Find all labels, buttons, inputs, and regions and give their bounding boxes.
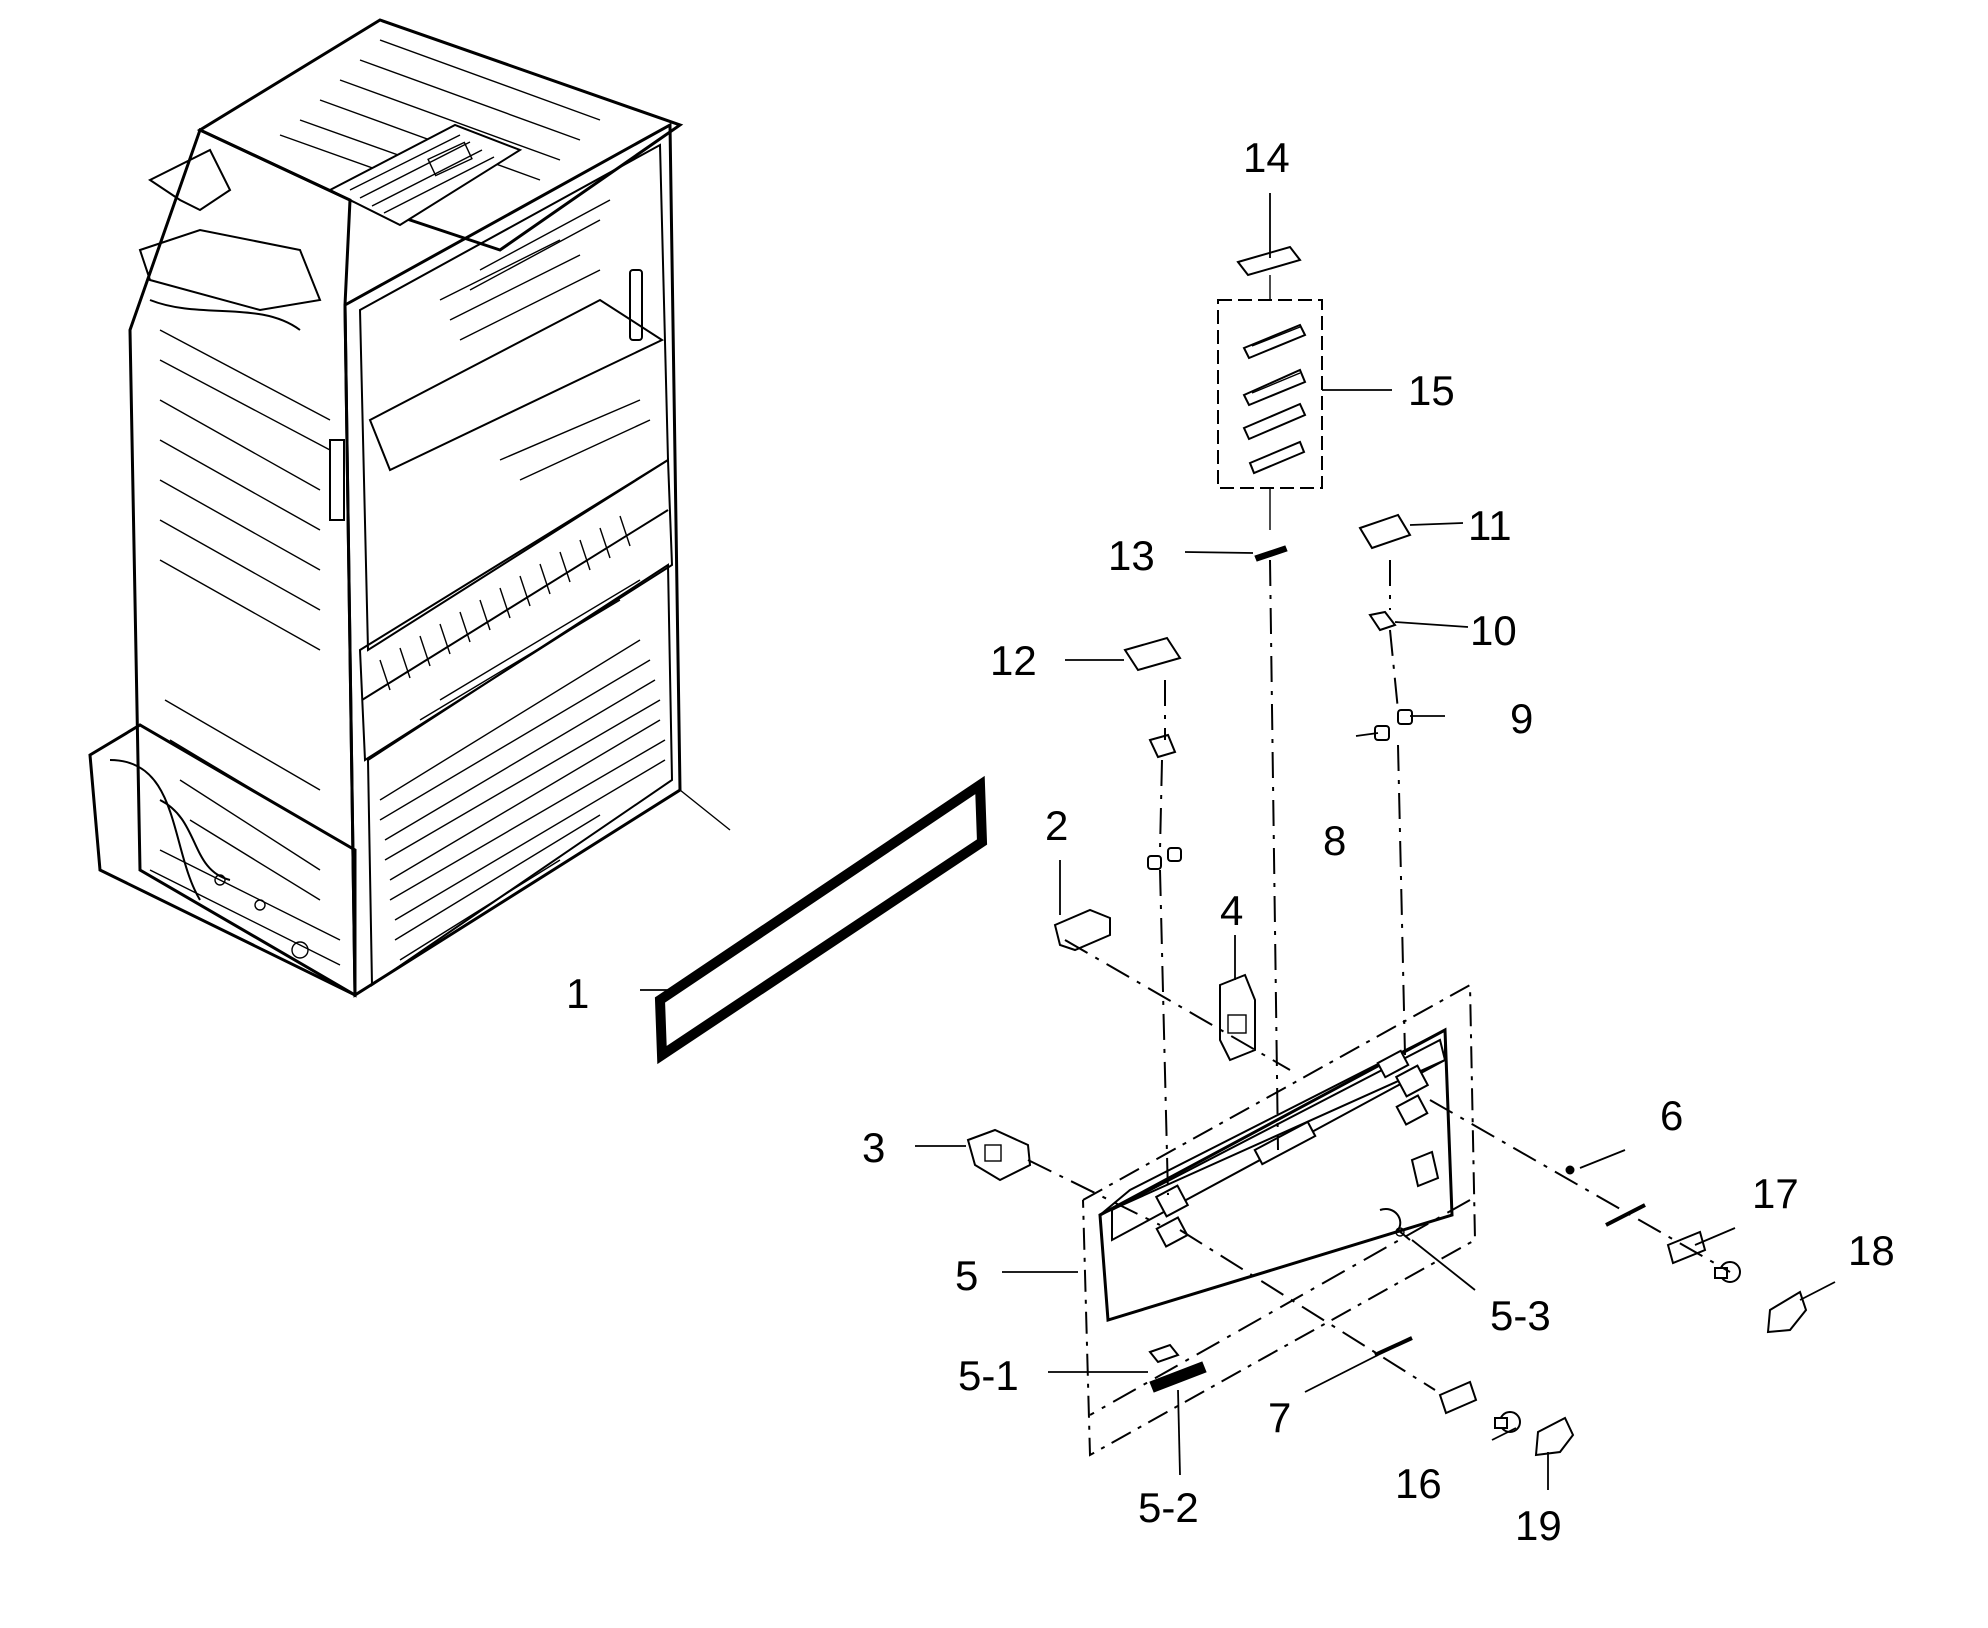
- part-3: [966, 1128, 1032, 1182]
- part-labels: 1 2 3 4 5 5-1 5-2 5-3 6 7 8 9 10 11 12 1…: [566, 134, 1895, 1549]
- part-5-1: [1148, 1343, 1180, 1364]
- refrigerator-cabinet: [88, 18, 731, 998]
- label-16: 16: [1395, 1460, 1442, 1507]
- part-7: [1374, 1336, 1413, 1357]
- label-1: 1: [566, 970, 589, 1017]
- part-11: [1358, 513, 1412, 550]
- assembly-lines: [1027, 559, 1731, 1416]
- label-5-1: 5-1: [958, 1352, 1019, 1399]
- part-5-2: [1149, 1361, 1207, 1393]
- part-10: [1368, 610, 1397, 632]
- label-8: 8: [1323, 817, 1346, 864]
- part-9: [1397, 709, 1413, 725]
- part-1-gasket: [654, 775, 988, 1065]
- label-5-2: 5-2: [1138, 1484, 1199, 1531]
- label-2: 2: [1045, 802, 1068, 849]
- part-5-drawer-front: [1082, 983, 1477, 1457]
- part-14: [1236, 245, 1302, 277]
- part-4: [1219, 973, 1256, 1062]
- label-17: 17: [1752, 1170, 1799, 1217]
- label-13: 13: [1108, 532, 1155, 579]
- part-6: [1565, 1165, 1575, 1175]
- label-14: 14: [1243, 134, 1290, 181]
- label-11: 11: [1468, 502, 1512, 549]
- label-4: 4: [1220, 887, 1243, 934]
- part-15-group: [1217, 299, 1323, 489]
- label-18: 18: [1848, 1227, 1895, 1274]
- label-19: 19: [1515, 1502, 1562, 1549]
- label-3: 3: [862, 1124, 885, 1171]
- label-5-3: 5-3: [1490, 1292, 1551, 1339]
- part-18: [1766, 1290, 1808, 1334]
- label-5: 5: [955, 1252, 978, 1299]
- label-7: 7: [1268, 1394, 1291, 1441]
- label-15: 15: [1408, 367, 1455, 414]
- part-17: [1605, 1203, 1741, 1283]
- label-6: 6: [1660, 1092, 1683, 1139]
- part-16: [1438, 1380, 1521, 1433]
- label-9: 9: [1510, 695, 1533, 742]
- label-12: 12: [990, 637, 1037, 684]
- part-2: [1053, 908, 1111, 952]
- part-13: [1254, 545, 1288, 562]
- part-12: [1123, 636, 1182, 870]
- leader-lines: [640, 193, 1836, 1490]
- label-10: 10: [1470, 607, 1517, 654]
- part-5-3: [1379, 1208, 1411, 1241]
- part-19: [1534, 1416, 1575, 1457]
